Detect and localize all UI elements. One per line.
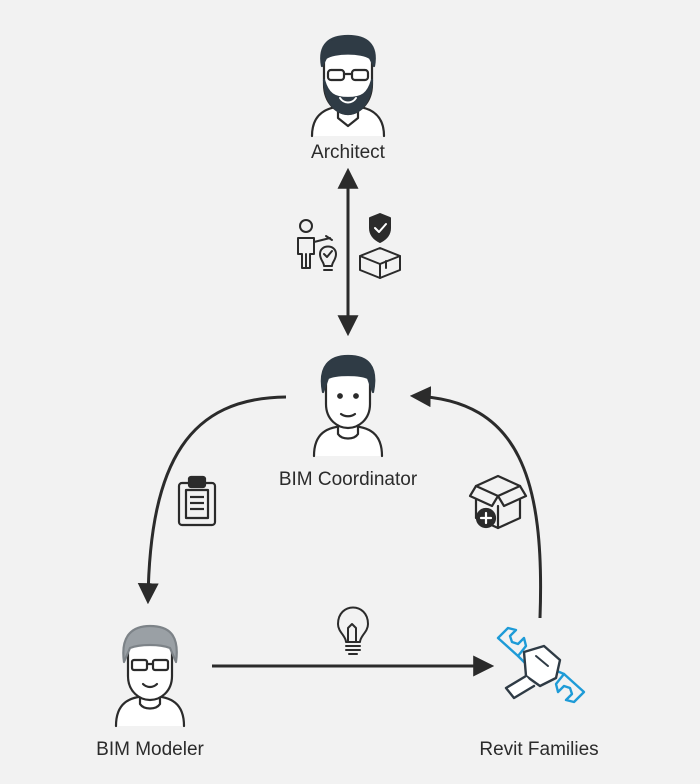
shield-box-icon bbox=[359, 213, 401, 279]
architect-label: Architect bbox=[311, 142, 385, 163]
families-label: Revit Families bbox=[479, 739, 599, 760]
arrow-coordinator-modeler bbox=[137, 395, 287, 605]
presenter-idea-icon bbox=[297, 219, 337, 271]
modeler-avatar-icon bbox=[114, 624, 186, 728]
add-box-icon bbox=[468, 474, 528, 530]
coordinator-avatar-icon bbox=[312, 354, 384, 458]
wrench-tools-icon bbox=[496, 626, 586, 704]
lightbulb-icon bbox=[337, 606, 369, 655]
clipboard-icon bbox=[177, 475, 217, 527]
coordinator-label: BIM Coordinator bbox=[278, 469, 418, 490]
architect-avatar-icon bbox=[310, 34, 386, 138]
modeler-label: BIM Modeler bbox=[96, 739, 204, 760]
arrow-families-coordinator bbox=[409, 386, 543, 619]
